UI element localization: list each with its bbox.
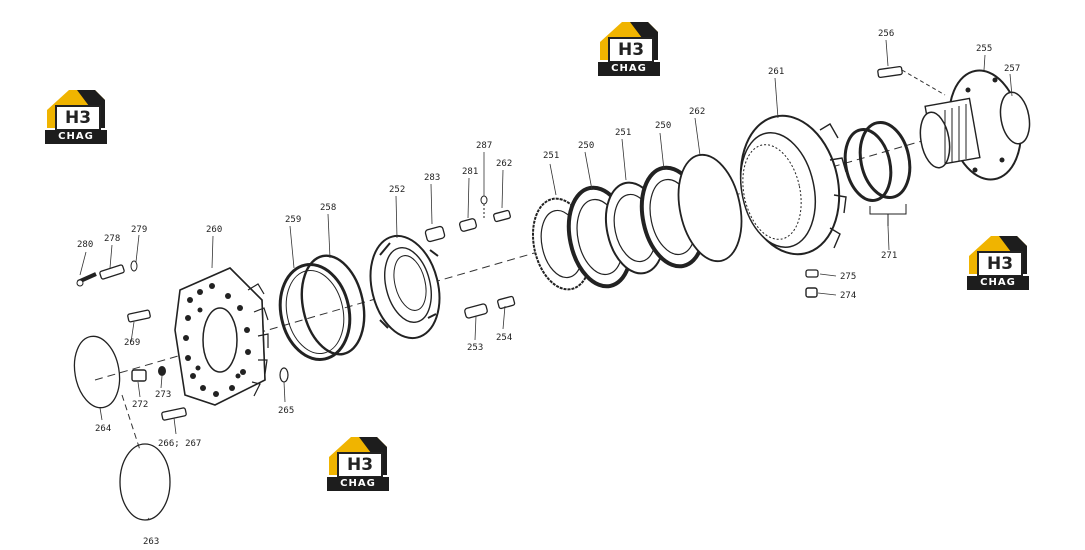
pin-253 xyxy=(464,303,488,319)
label-283: 283 xyxy=(424,173,440,183)
oring-265 xyxy=(279,367,289,383)
brand-logo-4: H3 CHAG xyxy=(327,433,389,493)
pin-281 xyxy=(459,218,477,232)
hub-255 xyxy=(919,69,1031,181)
seal-275 xyxy=(805,269,819,278)
label-272: 272 xyxy=(132,400,148,410)
label-265: 265 xyxy=(278,406,294,416)
label-252: 252 xyxy=(389,185,405,195)
ring-259-inner xyxy=(285,270,345,354)
ring-279 xyxy=(130,260,138,272)
ring-264 xyxy=(73,335,121,409)
logo-mark: H3 xyxy=(55,105,101,131)
label-282: 262 xyxy=(496,159,512,169)
screw-266 xyxy=(161,407,187,421)
screw-254 xyxy=(497,295,516,310)
logo-mark: H3 xyxy=(608,37,654,63)
label-258: 258 xyxy=(320,203,336,213)
housing-260 xyxy=(174,267,269,406)
label-269: 269 xyxy=(124,338,140,348)
ring-263 xyxy=(119,443,171,521)
label-256: 256 xyxy=(878,29,894,39)
label-251-b: 251 xyxy=(615,128,631,138)
label-259: 259 xyxy=(285,215,301,225)
label-251-a: 251 xyxy=(543,151,559,161)
label-254: 254 xyxy=(496,333,512,343)
leader-256 xyxy=(901,69,946,96)
label-280: 280 xyxy=(77,240,93,250)
label-262: 262 xyxy=(689,107,705,117)
label-279: 279 xyxy=(131,225,147,235)
ring-271-a xyxy=(843,127,893,203)
logo-text: CHAG xyxy=(45,130,107,144)
logo-text: CHAG xyxy=(327,477,389,491)
brand-logo-2: H3 CHAG xyxy=(598,18,660,78)
label-250-a: 250 xyxy=(578,141,594,151)
label-250-b: 250 xyxy=(655,121,671,131)
label-273: 273 xyxy=(155,390,171,400)
leader-lines xyxy=(79,39,1013,521)
label-264: 264 xyxy=(95,424,111,434)
drum-261 xyxy=(739,114,847,256)
logo-mark: H3 xyxy=(337,452,383,478)
plug-272 xyxy=(131,369,147,382)
plug-274 xyxy=(805,287,818,298)
disc-262 xyxy=(677,153,743,263)
label-274: 274 xyxy=(840,291,856,301)
logo-text: CHAG xyxy=(598,62,660,76)
screw-280 xyxy=(76,272,97,287)
label-260: 260 xyxy=(206,225,222,235)
label-271: 271 xyxy=(881,251,897,261)
label-287: 287 xyxy=(476,141,492,151)
label-266: 266; 267 xyxy=(158,439,201,449)
label-281: 281 xyxy=(462,167,478,177)
label-261: 261 xyxy=(768,67,784,77)
label-255: 255 xyxy=(976,44,992,54)
brand-logo-1: H3 CHAG xyxy=(45,86,107,146)
piston-252 xyxy=(369,234,441,340)
washer-287 xyxy=(480,195,488,220)
logo-mark: H3 xyxy=(977,251,1023,277)
label-278: 278 xyxy=(104,234,120,244)
ring-273 xyxy=(158,366,166,376)
pin-283 xyxy=(424,225,446,243)
ring-271-b xyxy=(858,120,912,200)
screw-282 xyxy=(493,209,511,223)
screw-256 xyxy=(877,65,903,79)
logo-text: CHAG xyxy=(967,276,1029,290)
label-263: 263 xyxy=(143,537,159,547)
ring-259 xyxy=(278,263,352,361)
screw-269 xyxy=(127,309,151,323)
brand-logo-3: H3 CHAG xyxy=(967,232,1029,292)
label-257: 257 xyxy=(1004,64,1020,74)
label-275: 275 xyxy=(840,272,856,282)
ring-258 xyxy=(300,254,366,356)
bracket-271 xyxy=(869,204,907,226)
fitting-278 xyxy=(99,264,125,280)
label-253: 253 xyxy=(467,343,483,353)
